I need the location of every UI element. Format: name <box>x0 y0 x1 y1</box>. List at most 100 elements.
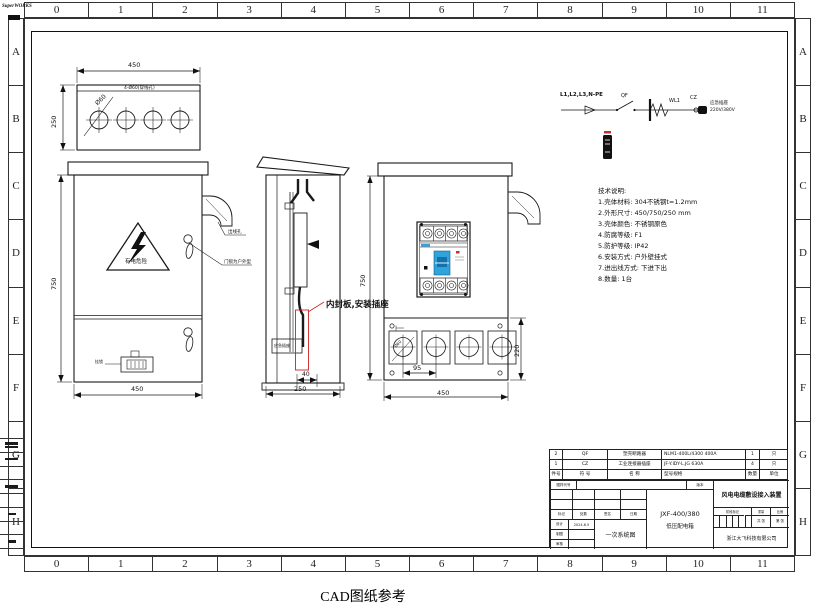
label-cz: CZ <box>690 95 697 101</box>
bom-cell: 只 <box>759 460 788 470</box>
tb-mini-cell <box>719 515 726 527</box>
ruler-label: C <box>796 152 810 219</box>
ruler-label: G <box>796 420 810 488</box>
tb-doc-type: 一次系统图 <box>594 519 646 549</box>
dim-panel-height: 220 <box>513 344 521 357</box>
ruler-label: 9 <box>601 557 666 571</box>
ruler-label: 8 <box>537 557 601 571</box>
ruler-label: F <box>796 353 810 421</box>
ruler-label: G <box>9 420 23 488</box>
ruler-label: E <box>796 286 810 354</box>
ruler-label: B <box>9 85 23 152</box>
ruler-label: A <box>799 46 807 59</box>
bom-cell: 塑壳断路器 <box>607 450 661 460</box>
tb-grid-cell <box>594 489 620 499</box>
ruler-label: 4 <box>280 557 345 571</box>
bom-cell: NLM1-400L/4300 400A <box>661 450 745 460</box>
tb-grid-label: 日期 <box>620 508 646 519</box>
ruler-label: 10 <box>665 557 730 571</box>
label-qf: QF <box>621 93 628 99</box>
tb-title: 风电电缆敷设接入装置 <box>713 480 789 507</box>
ruler-label: 2 <box>152 557 216 571</box>
label-outlet-hole: 出线孔 <box>228 230 242 235</box>
tb-sheet-no: 第 张 <box>770 515 789 527</box>
ruler-label: 9 <box>601 3 666 17</box>
ruler-label: 2 <box>152 3 216 17</box>
ruler-label: E <box>9 286 23 354</box>
ruler-label: D <box>9 219 23 286</box>
dim-front-height: 750 <box>50 277 58 290</box>
tb-strip-mid <box>576 480 686 489</box>
drawing-border-outer <box>24 18 795 556</box>
note-line: 7.进出线方式: 下进下出 <box>598 264 667 272</box>
ruler-label: 6 <box>409 557 473 571</box>
label-inner-panel-note: 内封板,安装插座 <box>326 300 389 310</box>
tb-sign-value: 2024.6.5 <box>568 519 594 529</box>
tb-grid-cell <box>550 498 572 509</box>
ruler-label: 5 <box>344 3 409 17</box>
technical-notes: 技术说明: 1.壳体材料: 304不锈钢t=1.2mm 2.外形尺寸: 450/… <box>598 186 773 285</box>
note-line: 5.防护等级: IP42 <box>598 242 649 250</box>
bom-cell: QF <box>562 450 607 460</box>
ruler-label: 3 <box>216 557 281 571</box>
ruler-label: B <box>796 85 810 152</box>
tb-mini-cell <box>738 515 745 527</box>
note-line: 8.数量: 1台 <box>598 275 633 283</box>
ruler-label: 8 <box>537 3 601 17</box>
tb-sign-label: 设计 <box>550 519 568 529</box>
ruler-label: 1 <box>88 557 152 571</box>
tb-mini-cell <box>744 515 751 527</box>
label-wl1: WL1 <box>669 98 680 104</box>
ruler-label: C <box>9 152 23 219</box>
tb-grid-cell <box>620 498 646 509</box>
tb-weight-label: 重量 <box>751 507 770 515</box>
ruler-label: 0 <box>53 558 60 570</box>
tb-strip-left: 图样代号 <box>550 480 576 489</box>
dim-hole-pitch: 95 <box>413 364 422 372</box>
notes-title: 技术说明: <box>598 187 627 195</box>
note-line: 2.外形尺寸: 450/750/250 mm <box>598 209 691 217</box>
tb-mini-cell <box>713 515 720 527</box>
dim-open-width: 450 <box>437 389 450 397</box>
ruler-label: 11 <box>729 3 794 17</box>
bom-cell: 2 <box>549 450 562 460</box>
tb-grid-label: 处数 <box>572 508 594 519</box>
note-line: 6.安装方式: 户外壁挂式 <box>598 253 667 261</box>
ruler-label: 0 <box>53 4 60 16</box>
tb-grid-label: 标记 <box>550 508 572 519</box>
dim-topview-width: 450 <box>128 61 141 69</box>
note-line: 3.壳体颜色: 不锈钢原色 <box>598 220 667 228</box>
superworks-logo: SuperWORKS <box>2 4 32 9</box>
ruler-label: 10 <box>665 3 730 17</box>
tb-model: JXF-400/380 <box>660 509 700 518</box>
tb-sign-label: 审核 <box>550 539 568 549</box>
note-line: 1.壳体材料: 304不锈钢t=1.2mm <box>598 198 698 206</box>
dim-open-height: 750 <box>359 274 367 287</box>
bom-table: 2 QF 塑壳断路器 NLM1-400L/4300 400A 1 只 1 CZ … <box>549 449 788 480</box>
ruler-label: 5 <box>344 557 409 571</box>
label-load-2: 220V/380V <box>710 108 735 113</box>
ruler-label: 4 <box>280 3 345 17</box>
tb-model-cell: JXF-400/380 低压配电箱 <box>646 489 713 549</box>
ruler-label: H <box>796 487 810 555</box>
tb-scale-label: 比例 <box>770 507 789 515</box>
bom-cell: CZ <box>562 460 607 470</box>
tb-grid-cell <box>572 489 594 499</box>
label-supply-phases: L1,L2,L3,N-PE <box>560 92 603 98</box>
tb-company: 浙江大飞科技有限公司 <box>713 527 789 549</box>
tb-mini-cell <box>731 515 739 527</box>
label-padlock-detail: 挂锁 <box>95 359 103 364</box>
tb-stage-label: 阶段标记 <box>713 507 751 515</box>
dim-side-depth: 250 <box>294 385 307 393</box>
bom-cell: 只 <box>759 450 788 460</box>
tb-sign-value <box>568 529 594 539</box>
title-block: 图样代号 版本 标记 处数 签名 日期 设计 2024.6.5 制图 审核 一次… <box>549 479 789 549</box>
bom-cell: 1 <box>549 460 562 470</box>
label-load-1: 应急插座 <box>710 101 728 106</box>
tb-grid-cell <box>594 498 620 509</box>
bom-cell: 1 <box>745 450 759 460</box>
